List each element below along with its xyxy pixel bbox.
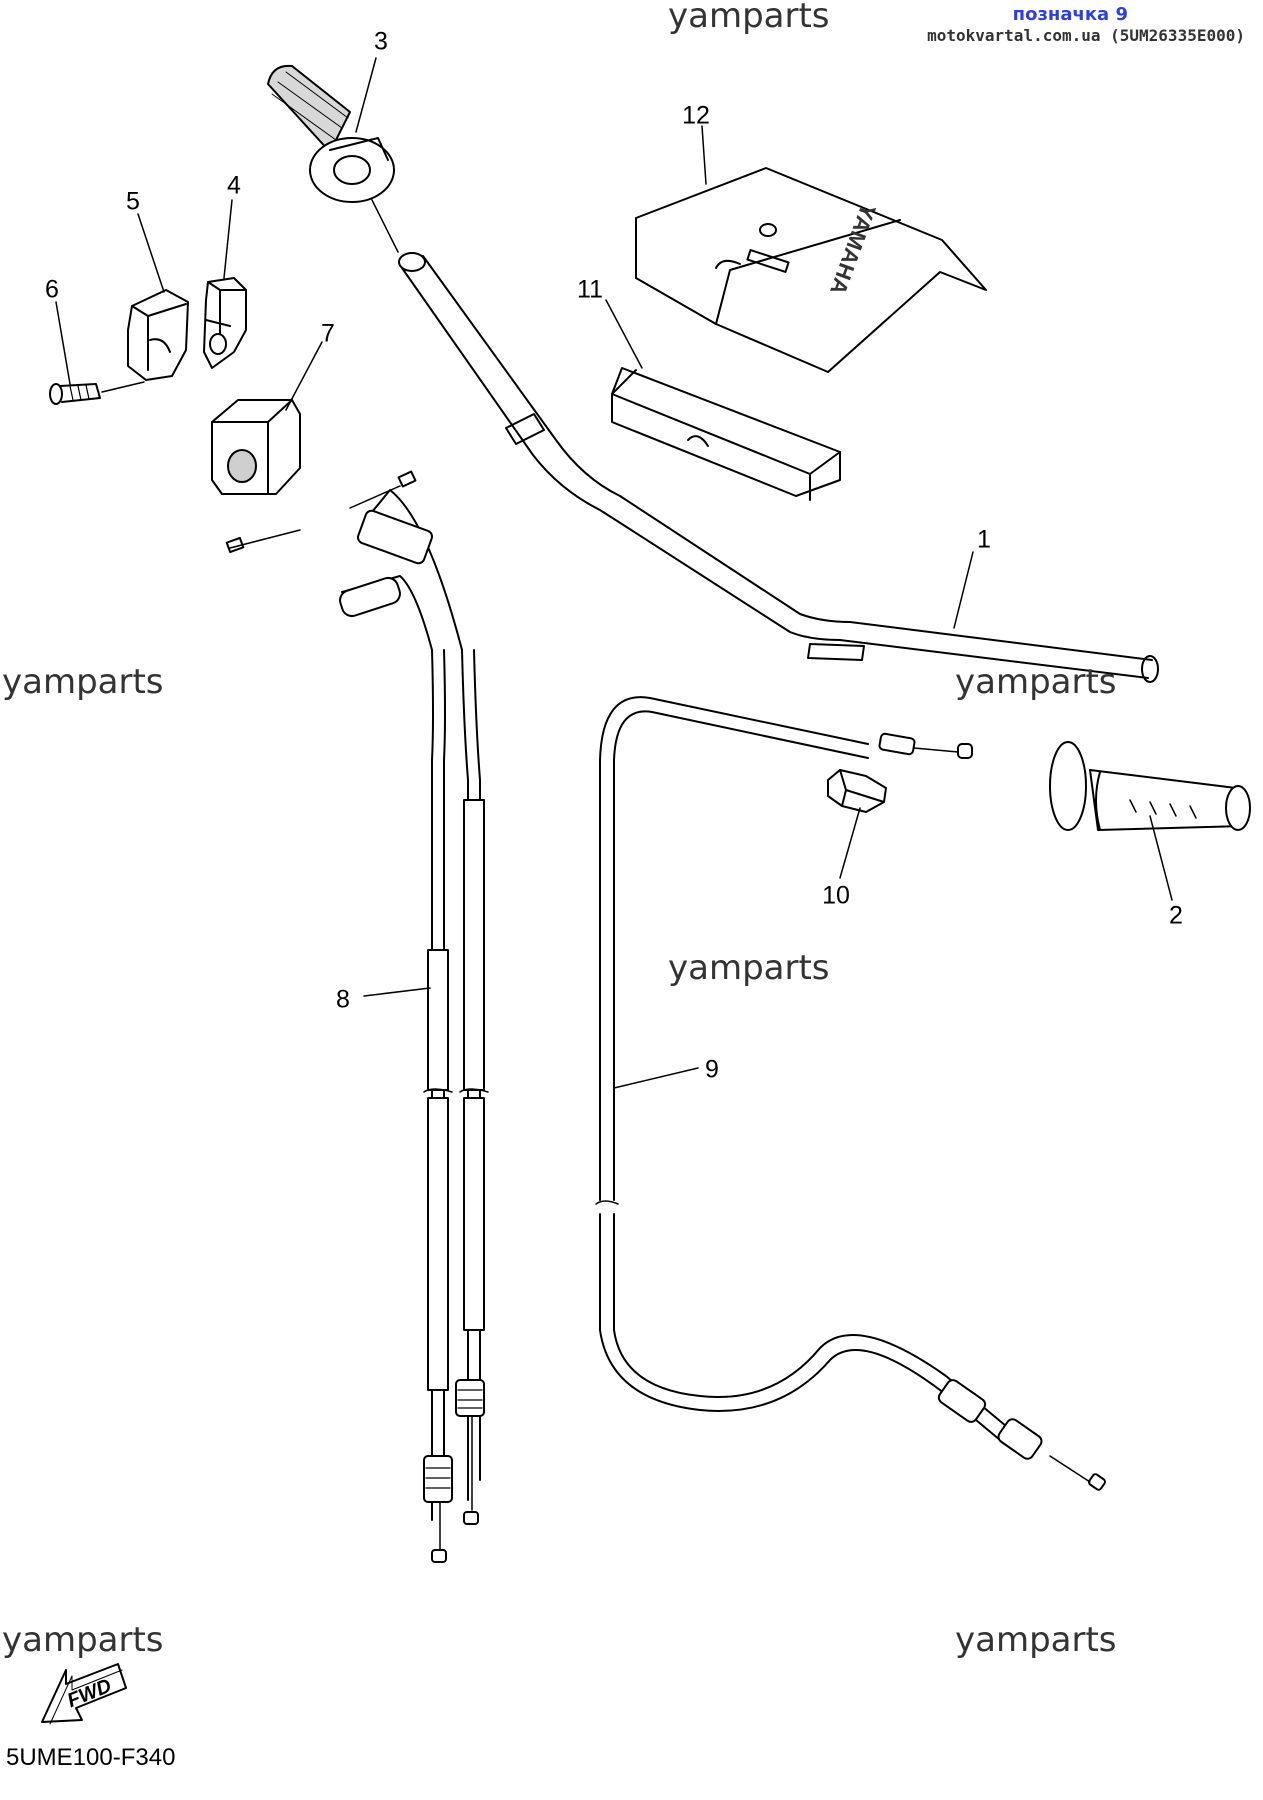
adjuster [827, 769, 887, 813]
callout-1: 1 [977, 525, 991, 554]
callout-4: 4 [227, 171, 241, 200]
callout-7: 7 [321, 319, 335, 348]
diagram-code: 5UME100-F340 [6, 1744, 176, 1771]
throttle-grip [267, 64, 399, 253]
watermark: yamparts [668, 0, 830, 36]
watermark: yamparts [955, 1620, 1117, 1660]
callout-2: 2 [1169, 901, 1183, 930]
handlebar-pad [611, 367, 841, 501]
break-marks [423, 1088, 619, 1205]
callout-11: 11 [577, 275, 603, 304]
handlebar [398, 252, 1159, 683]
site-label: motokvartal.com.ua (5UM26335E000) [927, 26, 1245, 45]
leader-lines [55, 57, 1173, 1089]
holder [203, 277, 247, 369]
marker-label: позначка 9 [1012, 4, 1128, 25]
watermark: yamparts [2, 662, 164, 702]
callout-3: 3 [374, 27, 388, 56]
clutch-cable [599, 696, 1106, 1491]
holder-cap [127, 289, 189, 381]
callout-10: 10 [822, 881, 850, 910]
watermark: yamparts [2, 1620, 164, 1660]
left-grip [1049, 741, 1251, 831]
housing [211, 399, 301, 495]
throttle-cables [225, 470, 485, 1563]
callout-12: 12 [682, 101, 710, 130]
watermark: yamparts [955, 662, 1117, 702]
screw [49, 381, 145, 405]
fwd-arrow [41, 1663, 127, 1725]
watermark: yamparts [668, 948, 830, 988]
callout-9: 9 [705, 1055, 719, 1084]
callout-5: 5 [126, 187, 140, 216]
callout-6: 6 [45, 275, 59, 304]
pad-cover [635, 167, 987, 373]
callout-8: 8 [336, 985, 350, 1014]
